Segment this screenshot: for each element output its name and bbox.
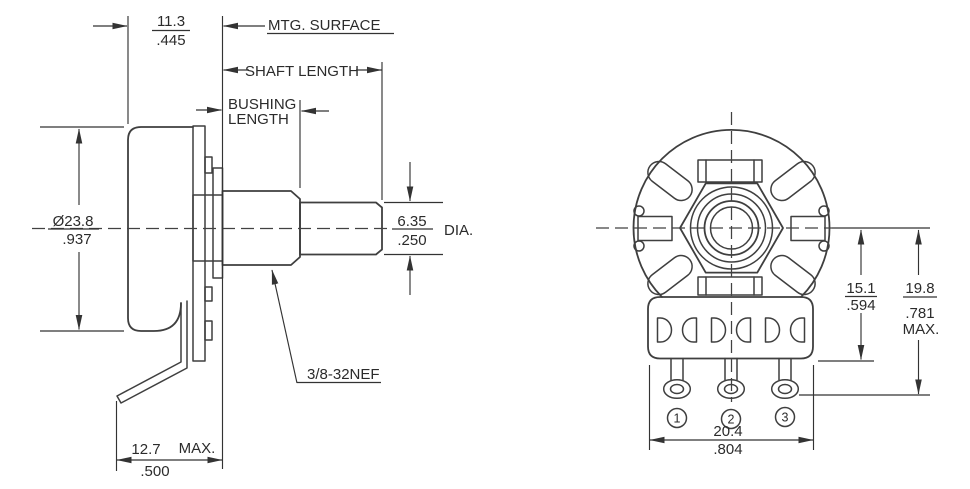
case-circle: [632, 129, 831, 298]
mtg-surface-label: MTG. SURFACE: [268, 17, 381, 34]
dim-center-to-case-bottom: 15.1 .594: [845, 229, 877, 360]
dim-terminal-width-inch: .804: [713, 441, 742, 458]
dim-shaft-diameter-suffix: DIA.: [444, 222, 473, 239]
dim-depth: 11.3 .445: [93, 13, 190, 49]
dim-bushing-length: BUSHING LENGTH: [196, 96, 329, 128]
shaft: [299, 201, 383, 256]
thread-label: 3/8-32NEF: [307, 366, 380, 383]
terminal-contacts: [656, 317, 806, 343]
terminal-number-1-label: 1: [674, 412, 681, 426]
bushing-length-label-line1: BUSHING: [228, 96, 296, 113]
thread-callout: 3/8-32NEF: [271, 269, 381, 384]
hex-nut: [679, 182, 784, 274]
crimp-ear-lower-left: [647, 254, 693, 296]
dimensions-side-view: 11.3 .445 MTG. SURFACE SHAFT LENGTH BUSH…: [40, 13, 473, 480]
side-view: [32, 125, 390, 404]
dim-depth-inch: .445: [156, 32, 185, 49]
dim-terminal-extent-qualifier: MAX.: [179, 440, 216, 457]
dim-shaft-length: SHAFT LENGTH: [223, 63, 382, 80]
dim-terminal-extent-inch: .500: [140, 463, 169, 480]
crimp-tab-top: [204, 156, 213, 174]
dim-center-to-terminal-end-qualifier: MAX.: [903, 321, 940, 338]
crimp-tab-bottom: [204, 320, 213, 341]
terminal-number-1: 1: [666, 407, 688, 429]
dim-center-to-case-bottom-mm: 15.1: [846, 280, 875, 297]
top-tab: [697, 159, 763, 183]
dim-depth-mm: 11.3: [157, 13, 185, 30]
dim-center-to-terminal-end-mm: 19.8: [905, 280, 934, 297]
front-view: 1 2 3: [596, 112, 832, 430]
dim-body-diameter-mm: Ø23.8: [53, 213, 94, 230]
bottom-tab: [697, 276, 763, 296]
dim-center-to-terminal-end: 19.8 .781 MAX.: [903, 229, 940, 395]
crimp-ear-upper-left: [647, 160, 693, 202]
dim-terminal-width: 20.4 .804: [648, 365, 815, 458]
dim-terminal-extent-mm: 12.7: [131, 441, 160, 458]
dim-center-to-case-bottom-inch: .594: [846, 297, 875, 314]
dim-shaft-diameter-mm: 6.35: [397, 213, 426, 230]
mtg-surface-callout: MTG. SURFACE: [223, 17, 394, 35]
dim-terminal-extent: 12.7 MAX. .500: [115, 401, 223, 480]
terminal-lug: [116, 300, 188, 404]
terminal-number-2: 2: [720, 408, 742, 430]
crimp-ear-upper-right: [770, 160, 816, 202]
dim-body-diameter-inch: .937: [62, 231, 91, 248]
crimp-ear-lower-right: [770, 254, 816, 296]
wafer-edge: [192, 125, 206, 362]
bushing-length-label-line2: LENGTH: [228, 111, 289, 128]
dim-body-diameter: Ø23.8 .937: [40, 126, 124, 332]
dim-shaft-diameter-inch: .250: [397, 232, 426, 249]
dim-terminal-width-mm: 20.4: [713, 423, 742, 440]
terminal-block: [647, 296, 814, 360]
terminal-number-3-label: 3: [782, 411, 789, 425]
terminal-pins: [670, 357, 792, 381]
can-body: [127, 126, 194, 332]
crimp-tab-mid: [204, 286, 213, 302]
terminal-number-2-label: 2: [728, 413, 735, 427]
dim-center-to-terminal-end-inch: .781: [905, 305, 934, 322]
dim-shaft-diameter: 6.35 .250 DIA.: [384, 162, 473, 295]
shaft-length-label: SHAFT LENGTH: [245, 63, 359, 80]
dimensions-front-view: 15.1 .594 19.8 .781 MAX. 20.4 .804: [648, 227, 940, 458]
terminal-number-3: 3: [774, 406, 796, 428]
